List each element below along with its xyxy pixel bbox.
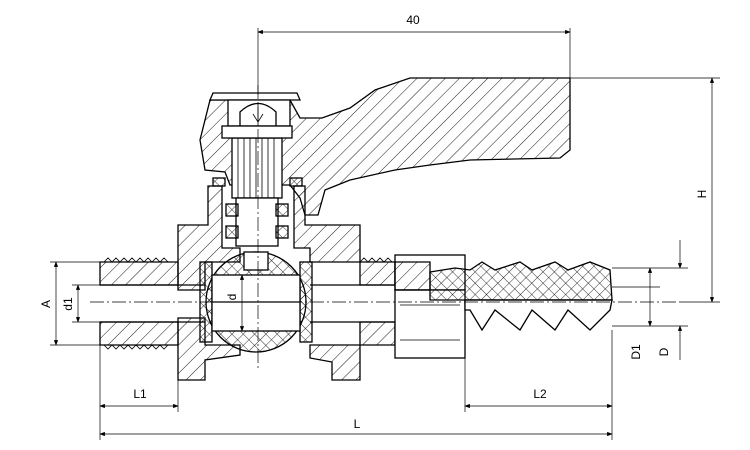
dim-label-h: H bbox=[695, 190, 709, 199]
dim-label-l1: L1 bbox=[133, 387, 147, 401]
dim-label-40: 40 bbox=[406, 13, 420, 27]
dim-label-d: d bbox=[225, 294, 239, 301]
dim-label-D1: D1 bbox=[629, 344, 643, 360]
hose-barb bbox=[429, 261, 613, 332]
dim-label-l: L bbox=[354, 417, 361, 431]
center-lines bbox=[90, 85, 680, 370]
valve-stem bbox=[221, 125, 293, 247]
dimension-lines bbox=[50, 28, 720, 440]
dim-label-l2: L2 bbox=[533, 387, 547, 401]
dim-label-d1: d1 bbox=[61, 297, 75, 311]
valve-body bbox=[99, 185, 396, 381]
dim-label-D: D bbox=[657, 347, 671, 356]
dim-label-a: A bbox=[39, 300, 53, 308]
stem-seals bbox=[212, 177, 303, 239]
